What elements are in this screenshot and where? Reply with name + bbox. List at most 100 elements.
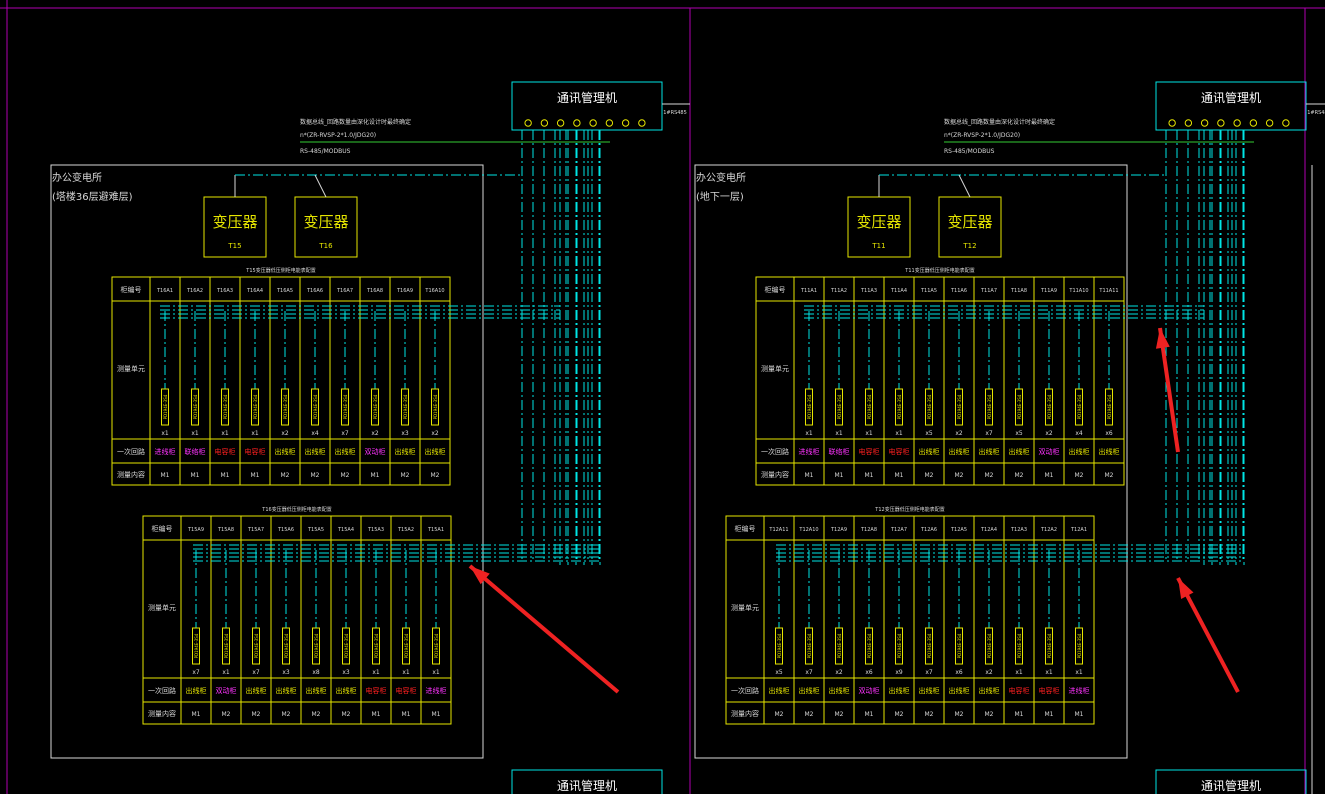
cabinet-id: T16A3 (216, 288, 233, 294)
primary-circuit-type: 进线柜 (1069, 686, 1090, 695)
measure-content: M1 (835, 472, 844, 479)
measure-content: M1 (1045, 472, 1054, 479)
meter-block (895, 627, 903, 665)
meter-quantity: x8 (312, 669, 320, 676)
meter-model: PD194E-3S4 (807, 633, 812, 658)
primary-circuit-type: 双动柜 (216, 686, 237, 695)
port-circle (573, 119, 581, 127)
primary-circuit-type: 出线柜 (1069, 447, 1090, 456)
meter-quantity: x7 (805, 669, 813, 676)
port-circle (556, 119, 565, 127)
measure-content: M1 (432, 711, 441, 718)
cable-type: n*(ZR-RVSP-2*1.0/JDG20) (300, 132, 376, 139)
primary-circuit-type: 出线柜 (335, 447, 356, 456)
primary-circuit-type: 双动柜 (365, 447, 386, 456)
panel-table (725, 515, 1095, 725)
meter-block (221, 388, 229, 426)
meter-quantity: x3 (401, 430, 409, 437)
primary-circuit-type: 双动柜 (1039, 447, 1060, 456)
meter-quantity: x6 (1105, 430, 1113, 437)
measure-content: M1 (1045, 711, 1054, 718)
comm-manager-label: 通讯管理机 (557, 90, 617, 105)
transformer-label: 变压器 (303, 213, 348, 231)
header-primary-circuit: 一次回路 (731, 686, 759, 695)
measure-content: M2 (222, 711, 231, 718)
primary-circuit-type: 出线柜 (829, 686, 850, 695)
cabinet-id: T12A4 (980, 527, 997, 533)
meter-block (865, 388, 873, 426)
arrow-shaft (1176, 577, 1240, 693)
cable-note: 数据总线_回路数量由深化设计时最终确定 (300, 118, 411, 126)
meter-block (251, 388, 259, 426)
cabinet-id: T16A2 (186, 288, 203, 294)
cabinet-id: T15A3 (367, 527, 384, 533)
cabinet-id: T11A5 (920, 288, 937, 294)
meter-quantity: x1 (805, 430, 813, 437)
panel-title: T11变压器低压侧柜电能表配置 (904, 267, 974, 274)
primary-circuit-type: 电容柜 (396, 686, 417, 695)
meter-model: PD194E-3S4 (224, 633, 229, 658)
cabinet-id: T12A11 (768, 527, 788, 533)
header-measure-content: 测量内容 (731, 709, 759, 718)
meter-model: PD194E-3S4 (344, 633, 349, 658)
arrow-shaft (468, 564, 620, 694)
meter-model: PD194E-3S4 (194, 633, 199, 658)
cabinet-id: T12A10 (798, 527, 818, 533)
transformer-link (958, 174, 971, 198)
meter-block (371, 388, 379, 426)
primary-circuit-type: 联络柜 (829, 447, 850, 456)
meter-block (805, 388, 813, 426)
primary-circuit-type: 出线柜 (769, 686, 790, 695)
meter-block (955, 627, 963, 665)
meter-block (1045, 388, 1053, 426)
primary-circuit-type: 出线柜 (425, 447, 446, 456)
meter-block (1045, 627, 1053, 665)
substation-name: 办公变电所 (52, 171, 102, 184)
comm-manager-bottom-label: 通讯管理机 (1201, 778, 1261, 793)
cabinet-id: T16A1 (156, 288, 173, 294)
meter-quantity: x2 (371, 430, 379, 437)
cabinet-id: T12A9 (830, 527, 847, 533)
protocol-label: RS-485/MODBUS (944, 148, 995, 155)
port-circle (1200, 119, 1209, 127)
meter-model: PD194E-3S4 (867, 633, 872, 658)
primary-circuit-type: 出线柜 (949, 447, 970, 456)
cabinet-id: T16A10 (424, 288, 444, 294)
measure-content: M1 (1015, 711, 1024, 718)
meter-block (1105, 388, 1113, 426)
meter-quantity: x9 (895, 669, 903, 676)
meter-quantity: x1 (1045, 669, 1053, 676)
left-sheet: 通讯管理机 1#RS485 数据总线_回路数量由深化设计时最终确定 n*(ZR-RVS… (50, 81, 690, 794)
port-circle (1249, 119, 1258, 127)
header-cabinet-no: 柜编号 (765, 285, 786, 294)
cabinet-id: T12A7 (890, 527, 907, 533)
port-circle (1233, 119, 1241, 127)
primary-circuit-type: 电容柜 (245, 447, 266, 456)
meter-model: PD194E-3S4 (1077, 633, 1082, 658)
cabinet-id: T16A9 (396, 288, 413, 294)
cabinet-id: T15A9 (187, 527, 204, 533)
cabinet-id: T15A8 (217, 527, 234, 533)
cabinet-id: T11A7 (980, 288, 997, 294)
meter-block (835, 627, 843, 665)
meter-block (985, 627, 993, 665)
primary-circuit-type: 出线柜 (276, 686, 297, 695)
cabinet-id: T12A6 (920, 527, 937, 533)
meter-model: PD194E-3S4 (374, 633, 379, 658)
red-arrow (1176, 577, 1240, 693)
meter-block (1075, 627, 1083, 665)
cabinet-id: T12A3 (1010, 527, 1027, 533)
panel-table (142, 515, 452, 725)
meter-block (805, 627, 813, 665)
meter-quantity: x7 (925, 669, 933, 676)
substation-floor: (地下一层) (696, 190, 744, 203)
meter-block (341, 388, 349, 426)
red-arrow (1155, 327, 1180, 453)
primary-circuit-type: 电容柜 (215, 447, 236, 456)
primary-circuit-type: 电容柜 (889, 447, 910, 456)
rs485-tag: 1#RS485 (663, 110, 687, 116)
meter-quantity: x1 (432, 669, 440, 676)
cabinet-id: T15A2 (397, 527, 414, 533)
panel-title: T16变压器低压侧柜电能表配置 (261, 506, 331, 513)
